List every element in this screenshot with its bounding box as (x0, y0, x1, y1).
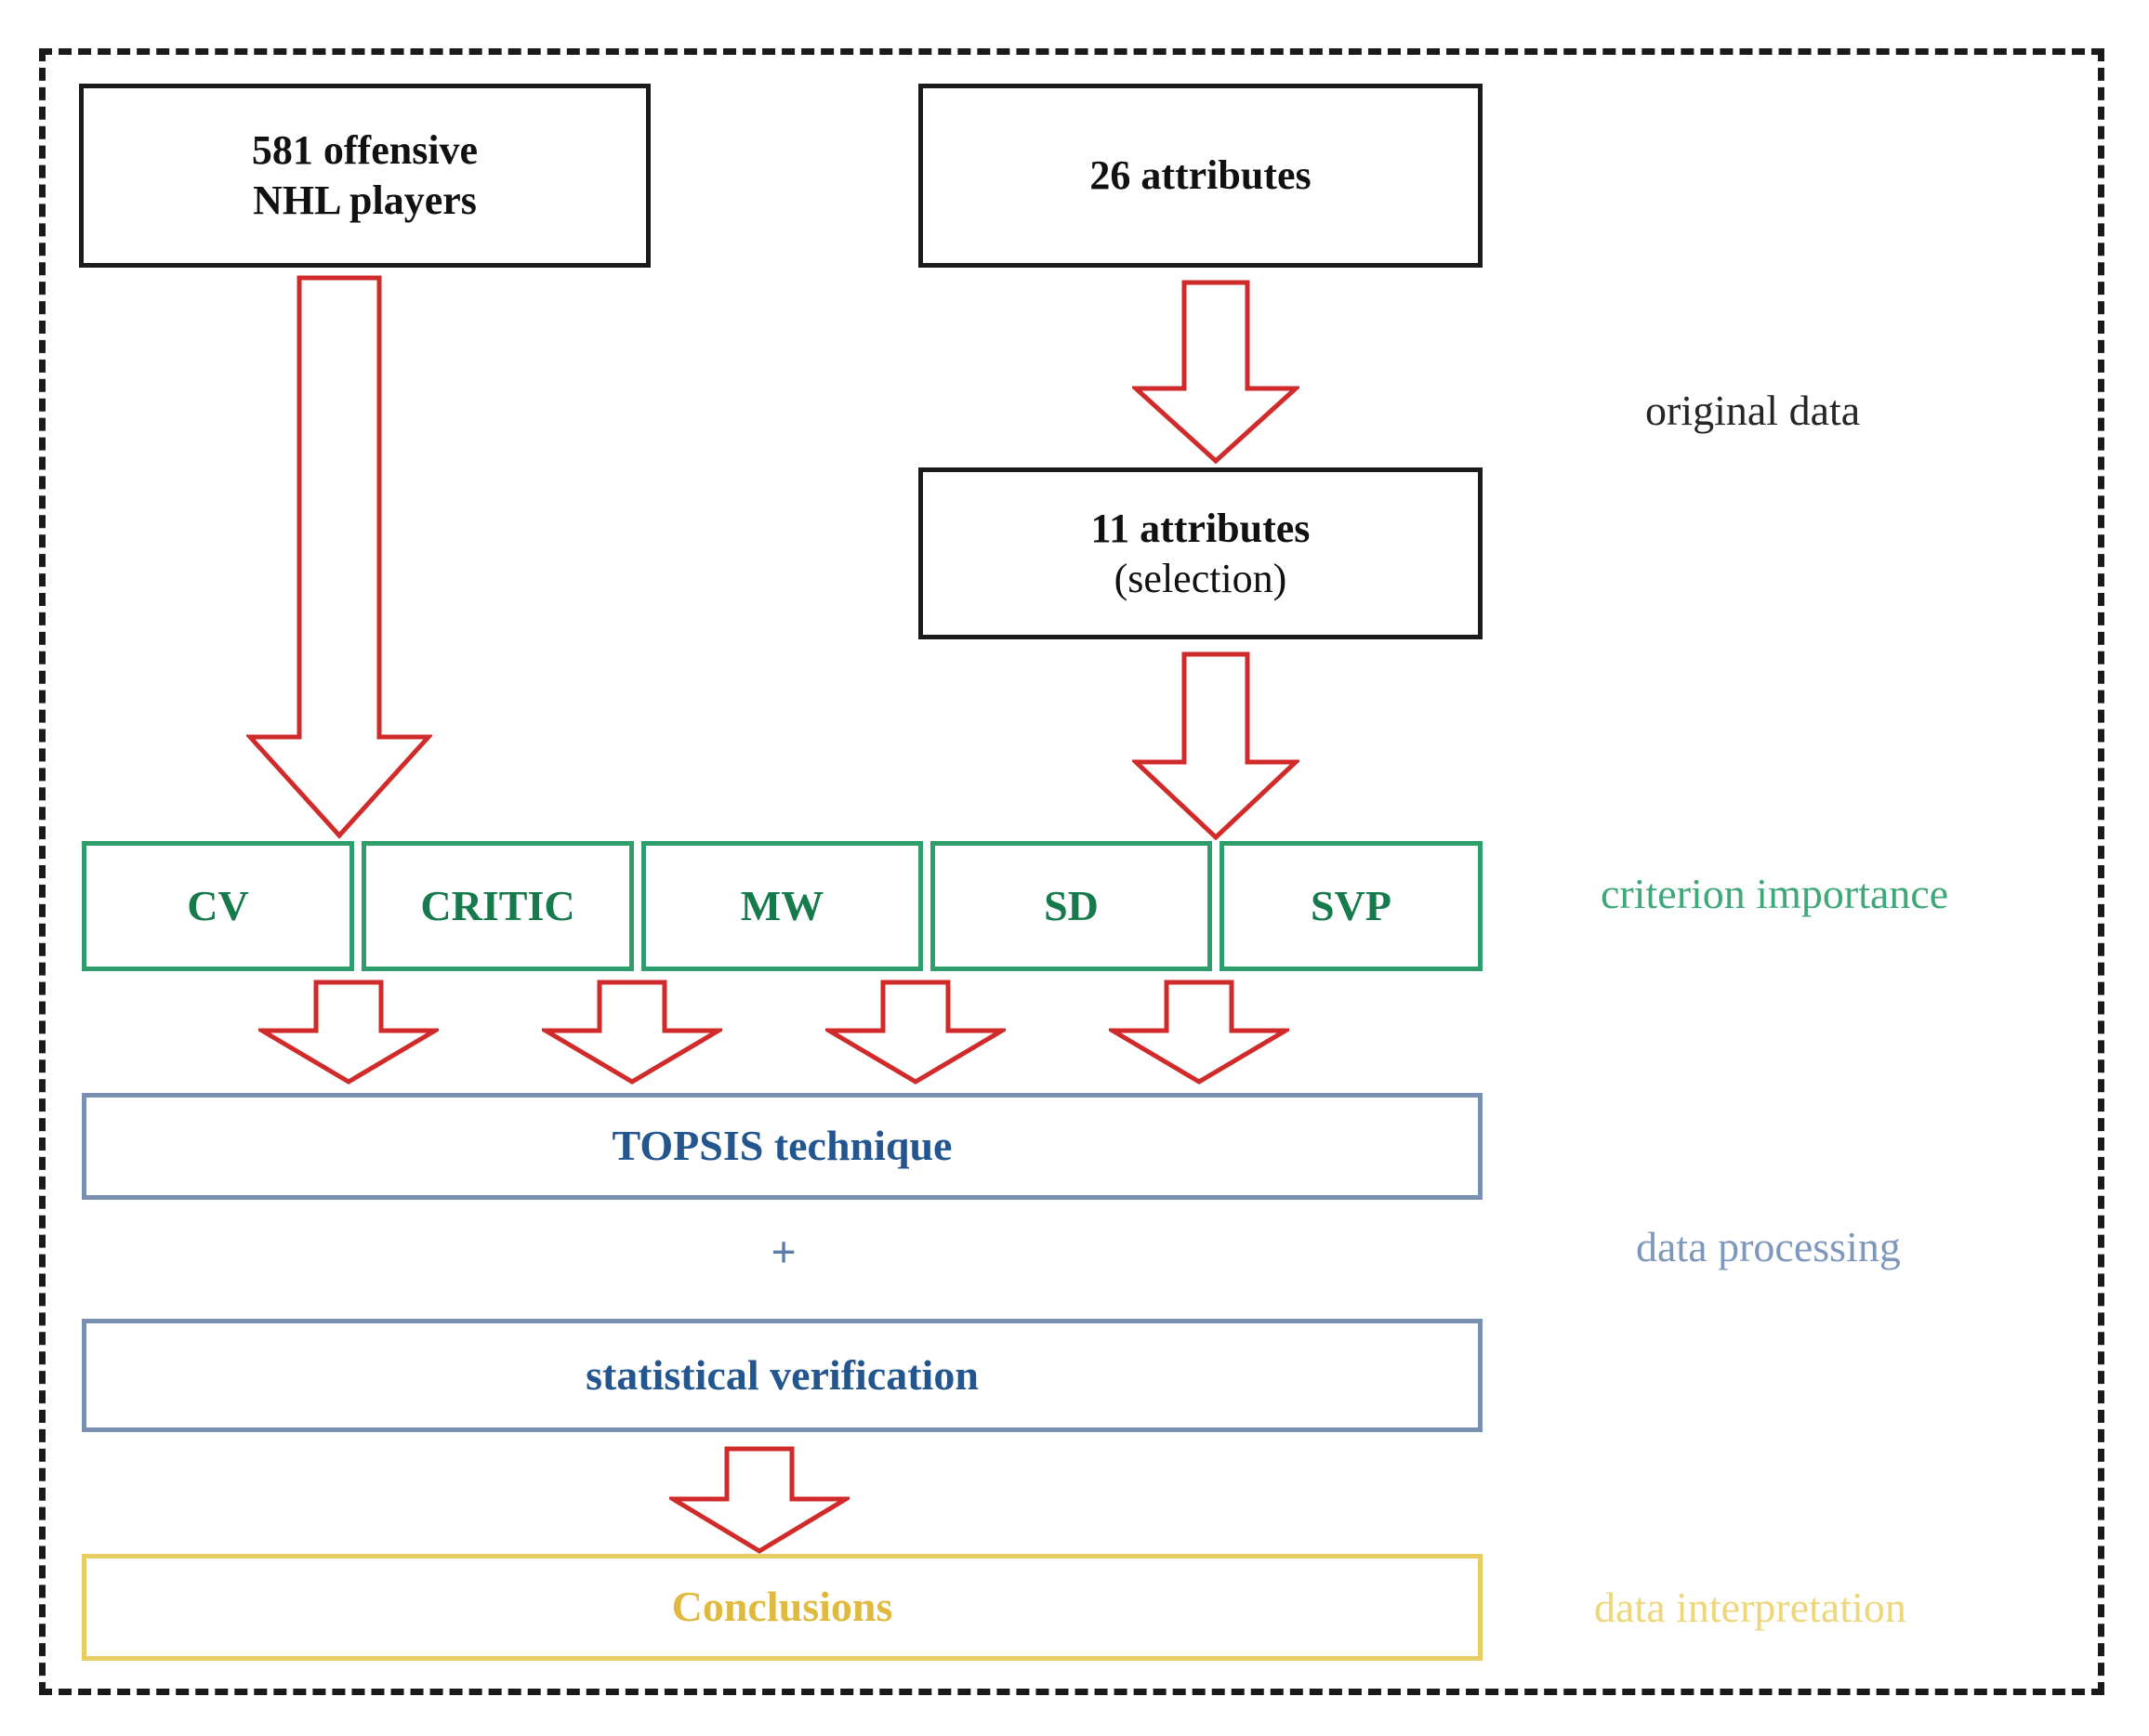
stage-label-original-data: original data (1645, 387, 1861, 434)
node-26-attributes-label: 26 attributes (1089, 152, 1312, 199)
node-11-attributes-line1: 11 attributes (1090, 505, 1311, 551)
node-method-critic[interactable]: CRITIC (362, 841, 634, 971)
node-11-attributes-selection[interactable]: 11 attributes (selection) (918, 467, 1483, 639)
node-players-line1: 581 offensive (251, 127, 479, 174)
plus-operator: + (771, 1228, 797, 1277)
node-581-offensive-nhl-players[interactable]: 581 offensive NHL players (79, 84, 651, 268)
arrow-statistical-to-conclusions (669, 1445, 850, 1555)
outer-dashed-frame (39, 48, 2104, 1695)
node-method-cv-label: CV (187, 881, 249, 929)
node-topsis-technique[interactable]: TOPSIS technique (82, 1093, 1483, 1200)
arrow-players-to-criteria (246, 274, 432, 841)
node-conclusions-label: Conclusions (671, 1583, 893, 1631)
node-method-critic-label: CRITIC (420, 881, 575, 929)
stage-label-criterion-importance: criterion importance (1601, 870, 1949, 917)
node-conclusions[interactable]: Conclusions (82, 1554, 1483, 1661)
arrow-sd-to-topsis (1109, 979, 1289, 1085)
node-method-mw[interactable]: MW (641, 841, 923, 971)
stage-label-data-processing: data processing (1636, 1223, 1901, 1270)
arrow-attributes26-to-attributes11 (1132, 279, 1299, 465)
arrow-cv-to-topsis (258, 979, 439, 1085)
node-11-attributes-line2: (selection) (1114, 555, 1287, 601)
node-method-sd-label: SD (1044, 881, 1099, 929)
node-26-attributes[interactable]: 26 attributes (918, 84, 1483, 268)
arrow-critic-to-topsis (542, 979, 722, 1085)
node-method-cv[interactable]: CV (82, 841, 354, 971)
node-statistical-verification[interactable]: statistical verification (82, 1319, 1483, 1432)
node-statistical-label: statistical verification (586, 1350, 979, 1399)
stage-label-data-interpretation: data interpretation (1594, 1584, 1906, 1631)
node-players-line2: NHL players (253, 178, 477, 223)
node-method-mw-label: MW (740, 881, 824, 929)
node-method-svp[interactable]: SVP (1220, 841, 1483, 971)
node-method-svp-label: SVP (1311, 881, 1391, 929)
node-topsis-label: TOPSIS technique (612, 1122, 953, 1170)
arrow-mw-to-topsis (825, 979, 1006, 1085)
node-method-sd[interactable]: SD (930, 841, 1212, 971)
arrow-attributes11-to-criteria (1132, 651, 1299, 841)
